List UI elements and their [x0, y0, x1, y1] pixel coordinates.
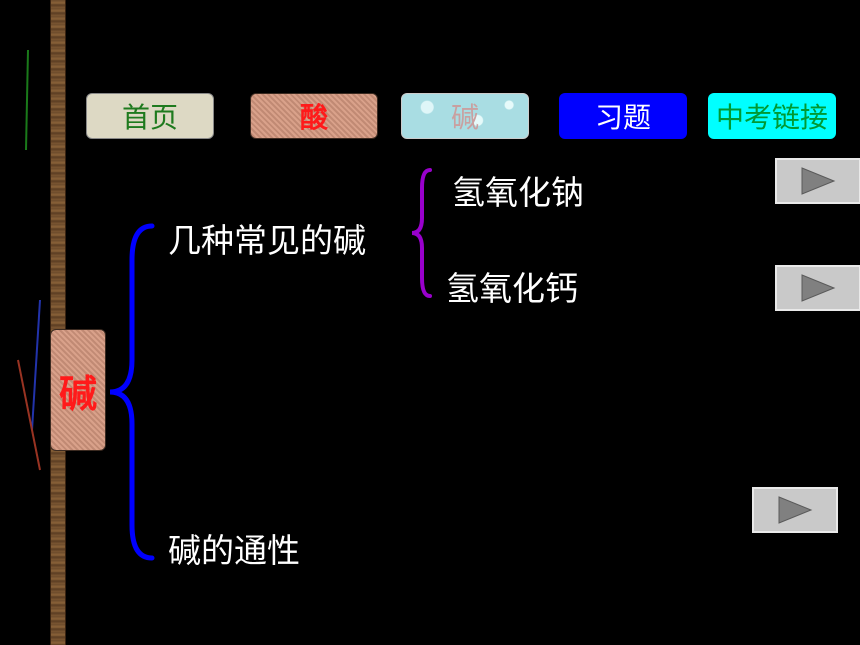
play-icon [778, 496, 813, 524]
nav-home-label: 首页 [121, 101, 178, 134]
play-button-caoh2[interactable] [775, 265, 860, 311]
play-button-naoh[interactable] [775, 158, 860, 204]
general-properties-text: 碱的通性 [168, 531, 300, 570]
nav-home-button[interactable]: 首页 [86, 93, 214, 139]
wood-border [50, 0, 66, 645]
nav-exam-links-button[interactable]: 中考链接 [708, 93, 836, 139]
nav-acid-label: 酸 [299, 101, 328, 134]
play-icon [801, 167, 836, 195]
decorative-strokes [17, 49, 41, 471]
common-bases-text: 几种常见的碱 [168, 221, 366, 260]
play-icon [801, 274, 836, 302]
play-button-properties[interactable] [752, 487, 838, 533]
nav-base-button[interactable]: 碱 [401, 93, 529, 139]
nav-exam-links-label: 中考链接 [715, 101, 828, 134]
small-brace [411, 168, 432, 298]
nav-base-label: 碱 [450, 101, 479, 134]
nav-acid-button[interactable]: 酸 [250, 93, 378, 139]
naoh-text: 氢氧化钠 [452, 173, 584, 212]
base-topic-label: 碱 [58, 371, 97, 416]
nav-exercises-button[interactable]: 习题 [559, 93, 687, 139]
big-brace [109, 223, 155, 561]
caoh2-text: 氢氧化钙 [446, 269, 578, 308]
base-topic-tag: 碱 [50, 329, 106, 451]
nav-exercises-label: 习题 [594, 101, 651, 134]
